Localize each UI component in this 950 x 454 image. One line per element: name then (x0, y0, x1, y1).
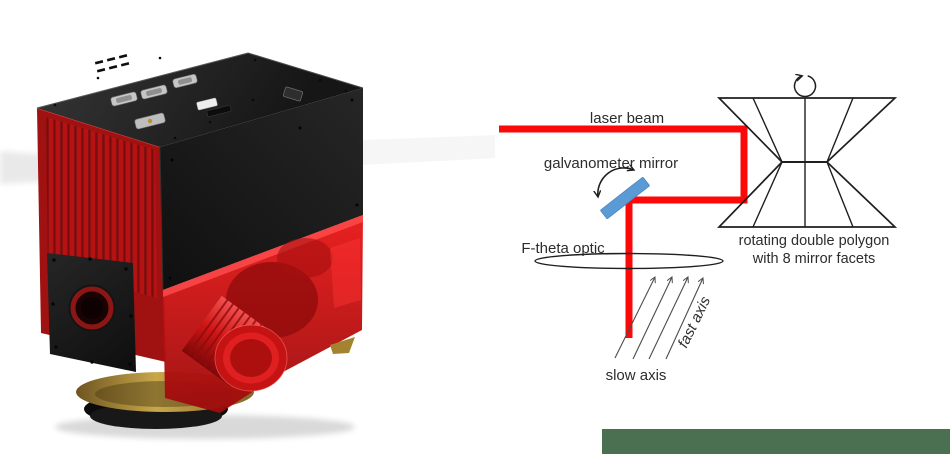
footer-band (602, 429, 950, 454)
galvo-rotation-arrow (598, 168, 634, 197)
heatsink-fins (46, 117, 157, 298)
window-top-edge (163, 215, 363, 297)
scan-head-front-face (159, 88, 363, 291)
schematic-panel: laser beam galvanometer mirror F-theta o… (495, 72, 915, 387)
galvo-label: galvanometer mirror (544, 155, 678, 172)
aperture-plate (47, 253, 136, 372)
f-theta-label: F-theta optic (521, 240, 605, 257)
polygon-rotation-icon (793, 76, 817, 98)
polygon-caption-line2: with 8 mirror facets (752, 251, 875, 267)
window-reflection (330, 238, 361, 308)
polygon-mirror (716, 97, 898, 228)
top-screws (53, 56, 348, 140)
product-photo (0, 52, 497, 439)
vent-holes (94, 54, 130, 73)
f-theta-lens (534, 252, 724, 270)
usb-port (196, 97, 218, 111)
cover-plate (283, 86, 303, 102)
slow-axis-label: slow axis (606, 367, 667, 384)
front-screws (168, 98, 359, 280)
slot-port (206, 105, 232, 117)
scan-arrows (614, 277, 703, 360)
lens-tube (181, 295, 288, 392)
polygon-caption-line1: rotating double polygon (739, 233, 890, 249)
scan-head-top-face (36, 52, 364, 147)
plate-screws (51, 257, 133, 366)
gold-sliver (330, 337, 355, 354)
panel-background (495, 72, 915, 387)
laser-beam-label: laser beam (590, 110, 664, 127)
dsub-connector (110, 73, 198, 130)
